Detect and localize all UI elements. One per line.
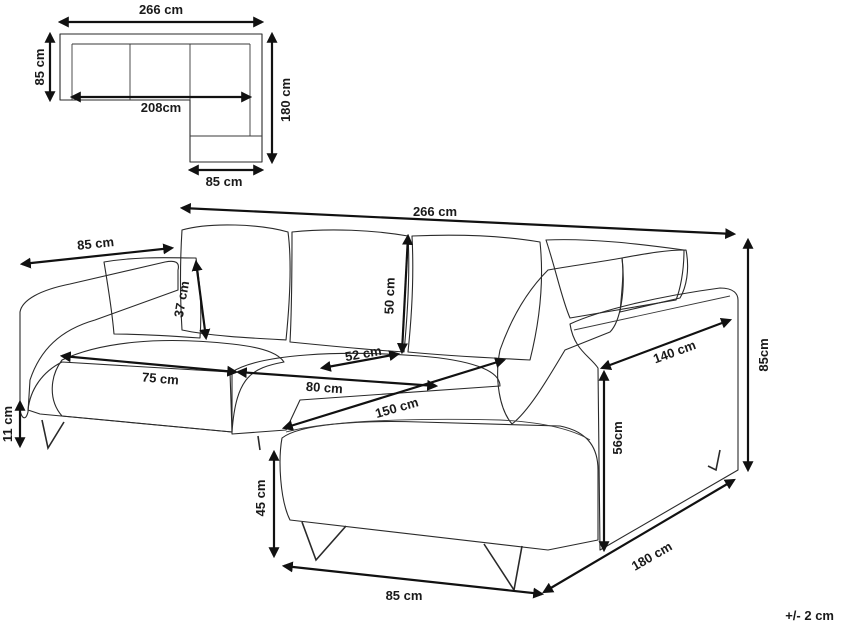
seat-mid-label: 80 cm [305,379,343,397]
chaise-seat [279,420,599,551]
top-chaise-width-label: 85 cm [206,174,243,189]
seat-left-label: 75 cm [141,369,179,387]
leg-middle [257,435,261,451]
leg-back-right [707,449,721,472]
total-width-arrow [179,202,737,240]
back-cushion-3 [407,234,543,361]
arm-depth-arrow [19,243,175,269]
leg-height-label: 11 cm [0,406,15,442]
chaise-width-arrow [281,561,545,599]
chaise-side-pillow [619,249,689,313]
chaise-back-pillow [497,257,624,425]
top-inner-width-label: 208cm [141,100,181,115]
top-view-outline [59,33,263,163]
chaise-length-label: 180 cm [629,539,675,574]
chaise-inner-arrow [281,357,507,431]
sofa-perspective: 266 cm 85 cm 37 cm 50 cm 52 cm 75 cm 80 … [0,202,834,623]
arm-depth-label: 85 cm [76,234,114,253]
top-depth-label: 85 cm [32,49,47,86]
back-cushion-label: 50 cm [381,277,397,314]
leg-front-right [483,543,523,593]
top-chaise-length-label: 180 cm [278,78,293,122]
top-view: 266 cm 85 cm 208cm 180 cm 85 cm [32,2,293,189]
seat-depth-label: 52 cm [344,343,383,364]
arm-length-arrow [599,317,733,371]
tolerance-note: +/- 2 cm [785,608,834,623]
seat-height-label: 45 cm [253,480,268,517]
back-cushion-4 [545,239,685,319]
back-cushion-1 [179,224,291,341]
seat-left-arrow [59,351,239,377]
chaise-length-arrow [542,478,736,594]
arm-height-label: 56cm [610,421,625,454]
back-cushion-arrow [396,233,414,355]
small-pillow-arrow [191,259,211,341]
total-width-label: 266 cm [413,204,457,219]
leg-left [41,419,65,451]
top-width-label: 266 cm [139,2,183,17]
left-base [27,361,233,433]
total-height-label: 85cm [756,338,771,371]
chaise-width-label: 85 cm [386,588,423,603]
left-armrest [19,260,179,419]
leg-front-left [301,521,347,562]
small-pillow-label: 37 cm [171,280,192,319]
right-armrest [569,287,739,551]
